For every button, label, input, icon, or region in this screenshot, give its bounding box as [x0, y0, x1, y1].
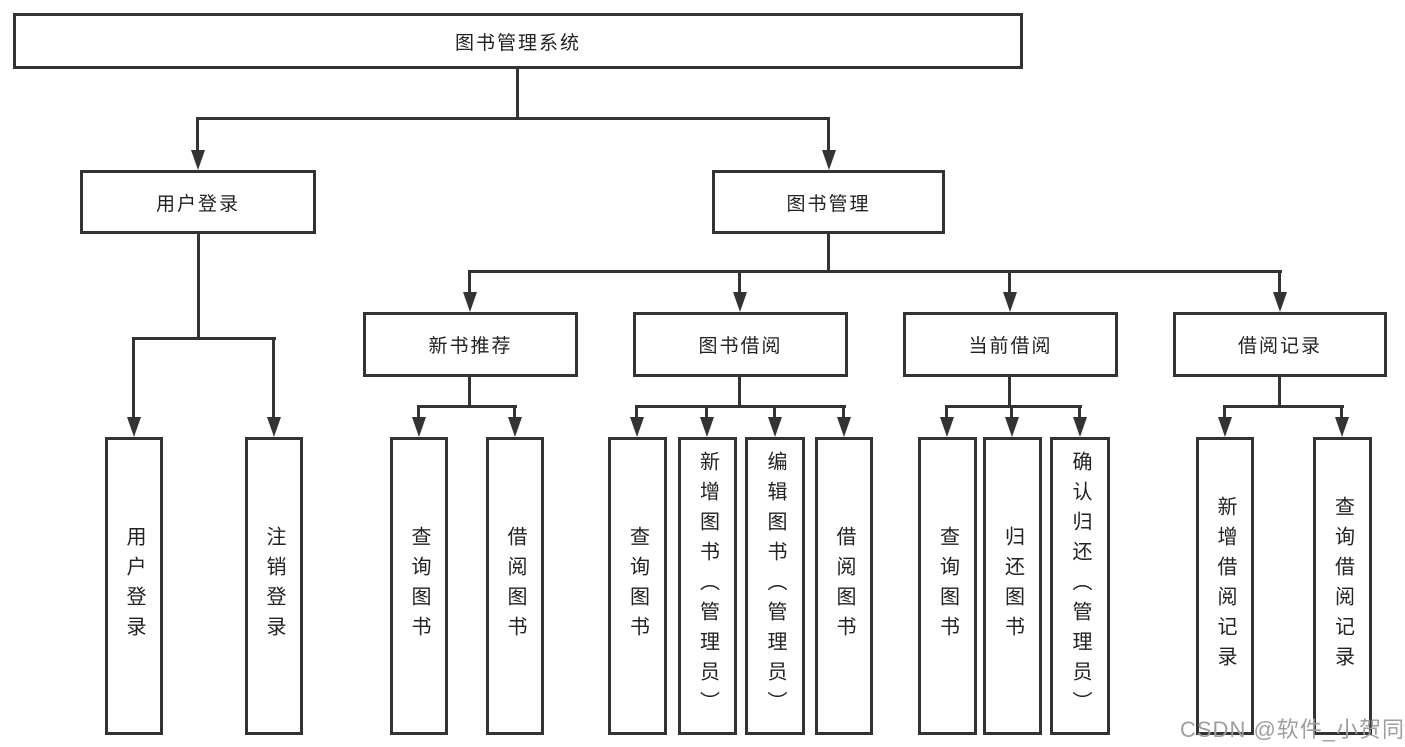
down-arrow-icon — [837, 405, 851, 437]
node-book-borrow: 图书借阅 — [633, 312, 848, 377]
node-leaf-borrow-books-1: 借阅图书 — [486, 437, 544, 735]
node-label: 注销登录 — [263, 526, 285, 646]
node-leaf-logout: 注销登录 — [245, 437, 303, 735]
node-leaf-return-book: 归还图书 — [983, 437, 1042, 735]
down-arrow-icon — [822, 117, 836, 170]
csdn-watermark: CSDN @软件_小贺同学 — [1180, 717, 1405, 742]
node-label: 借阅图书 — [833, 526, 855, 646]
node-leaf-query-borrow-record: 查询借阅记录 — [1313, 437, 1372, 735]
connector-current-branch — [946, 405, 1082, 408]
down-arrow-icon — [940, 405, 954, 437]
connector-borrow-trunk — [738, 376, 741, 408]
down-arrow-icon — [508, 405, 522, 437]
node-leaf-query-books-2: 查询图书 — [608, 437, 667, 735]
node-label: 查询图书 — [408, 526, 430, 646]
down-arrow-icon — [1003, 270, 1017, 312]
node-book-management: 图书管理 — [712, 170, 945, 234]
node-label: 新增借阅记录 — [1214, 496, 1236, 676]
connector-root-trunk — [516, 68, 519, 119]
down-arrow-icon — [463, 270, 477, 312]
node-user-login: 用户登录 — [80, 170, 316, 234]
node-leaf-borrow-books-2: 借阅图书 — [815, 437, 873, 735]
node-leaf-user-login: 用户登录 — [105, 437, 163, 735]
node-label: 借阅记录 — [1237, 336, 1322, 357]
node-label: 新书推荐 — [428, 336, 513, 357]
down-arrow-icon — [768, 405, 782, 437]
connector-current-trunk — [1008, 376, 1011, 408]
connector-records-branch — [1224, 405, 1344, 408]
down-arrow-icon — [1218, 405, 1232, 437]
connector-newbook-branch — [418, 405, 517, 408]
node-leaf-confirm-return-admin: 确认归还（管理员） — [1050, 437, 1110, 735]
down-arrow-icon — [630, 405, 644, 437]
down-arrow-icon — [700, 405, 714, 437]
connector-bookmgmt-trunk — [827, 233, 830, 273]
node-current-borrow: 当前借阅 — [903, 312, 1118, 377]
node-label: 查询借阅记录 — [1331, 496, 1354, 676]
node-root-library-system: 图书管理系统 — [13, 13, 1023, 69]
node-new-book-recommend: 新书推荐 — [363, 312, 578, 377]
down-arrow-icon — [733, 270, 747, 312]
connector-bookmgmt-branch — [468, 270, 1282, 273]
node-label: 归还图书 — [1001, 526, 1024, 646]
node-leaf-query-books-3: 查询图书 — [918, 437, 977, 735]
down-arrow-icon — [191, 117, 205, 170]
node-borrow-records: 借阅记录 — [1173, 312, 1387, 377]
down-arrow-icon — [267, 337, 281, 437]
down-arrow-icon — [1273, 270, 1287, 312]
node-label: 新增图书（管理员） — [696, 451, 719, 721]
node-leaf-query-books-1: 查询图书 — [390, 437, 448, 735]
down-arrow-icon — [1005, 405, 1019, 437]
node-label: 当前借阅 — [968, 336, 1053, 357]
node-label: 查询图书 — [626, 526, 649, 646]
node-label: 用户登录 — [155, 193, 240, 215]
connector-borrow-branch — [636, 405, 846, 408]
connector-records-trunk — [1278, 376, 1281, 408]
down-arrow-icon — [412, 405, 426, 437]
node-label: 图书管理系统 — [454, 32, 581, 54]
node-label: 图书借阅 — [698, 336, 783, 357]
node-label: 用户登录 — [123, 526, 145, 646]
down-arrow-icon — [127, 337, 141, 437]
node-label: 编辑图书（管理员） — [764, 451, 786, 721]
node-leaf-add-book-admin: 新增图书（管理员） — [678, 437, 737, 735]
down-arrow-icon — [1335, 405, 1349, 437]
node-label: 确认归还（管理员） — [1069, 451, 1091, 721]
node-label: 查询图书 — [936, 526, 959, 646]
node-label: 借阅图书 — [504, 526, 526, 646]
connector-userlogin-trunk — [197, 233, 200, 340]
node-label: 图书管理 — [786, 193, 871, 215]
node-leaf-edit-book-admin: 编辑图书（管理员） — [745, 437, 805, 735]
connector-root-branch — [197, 117, 830, 120]
node-leaf-add-borrow-record: 新增借阅记录 — [1196, 437, 1254, 735]
connector-userlogin-branch — [133, 337, 276, 340]
down-arrow-icon — [1073, 405, 1087, 437]
connector-newbook-trunk — [468, 376, 471, 408]
